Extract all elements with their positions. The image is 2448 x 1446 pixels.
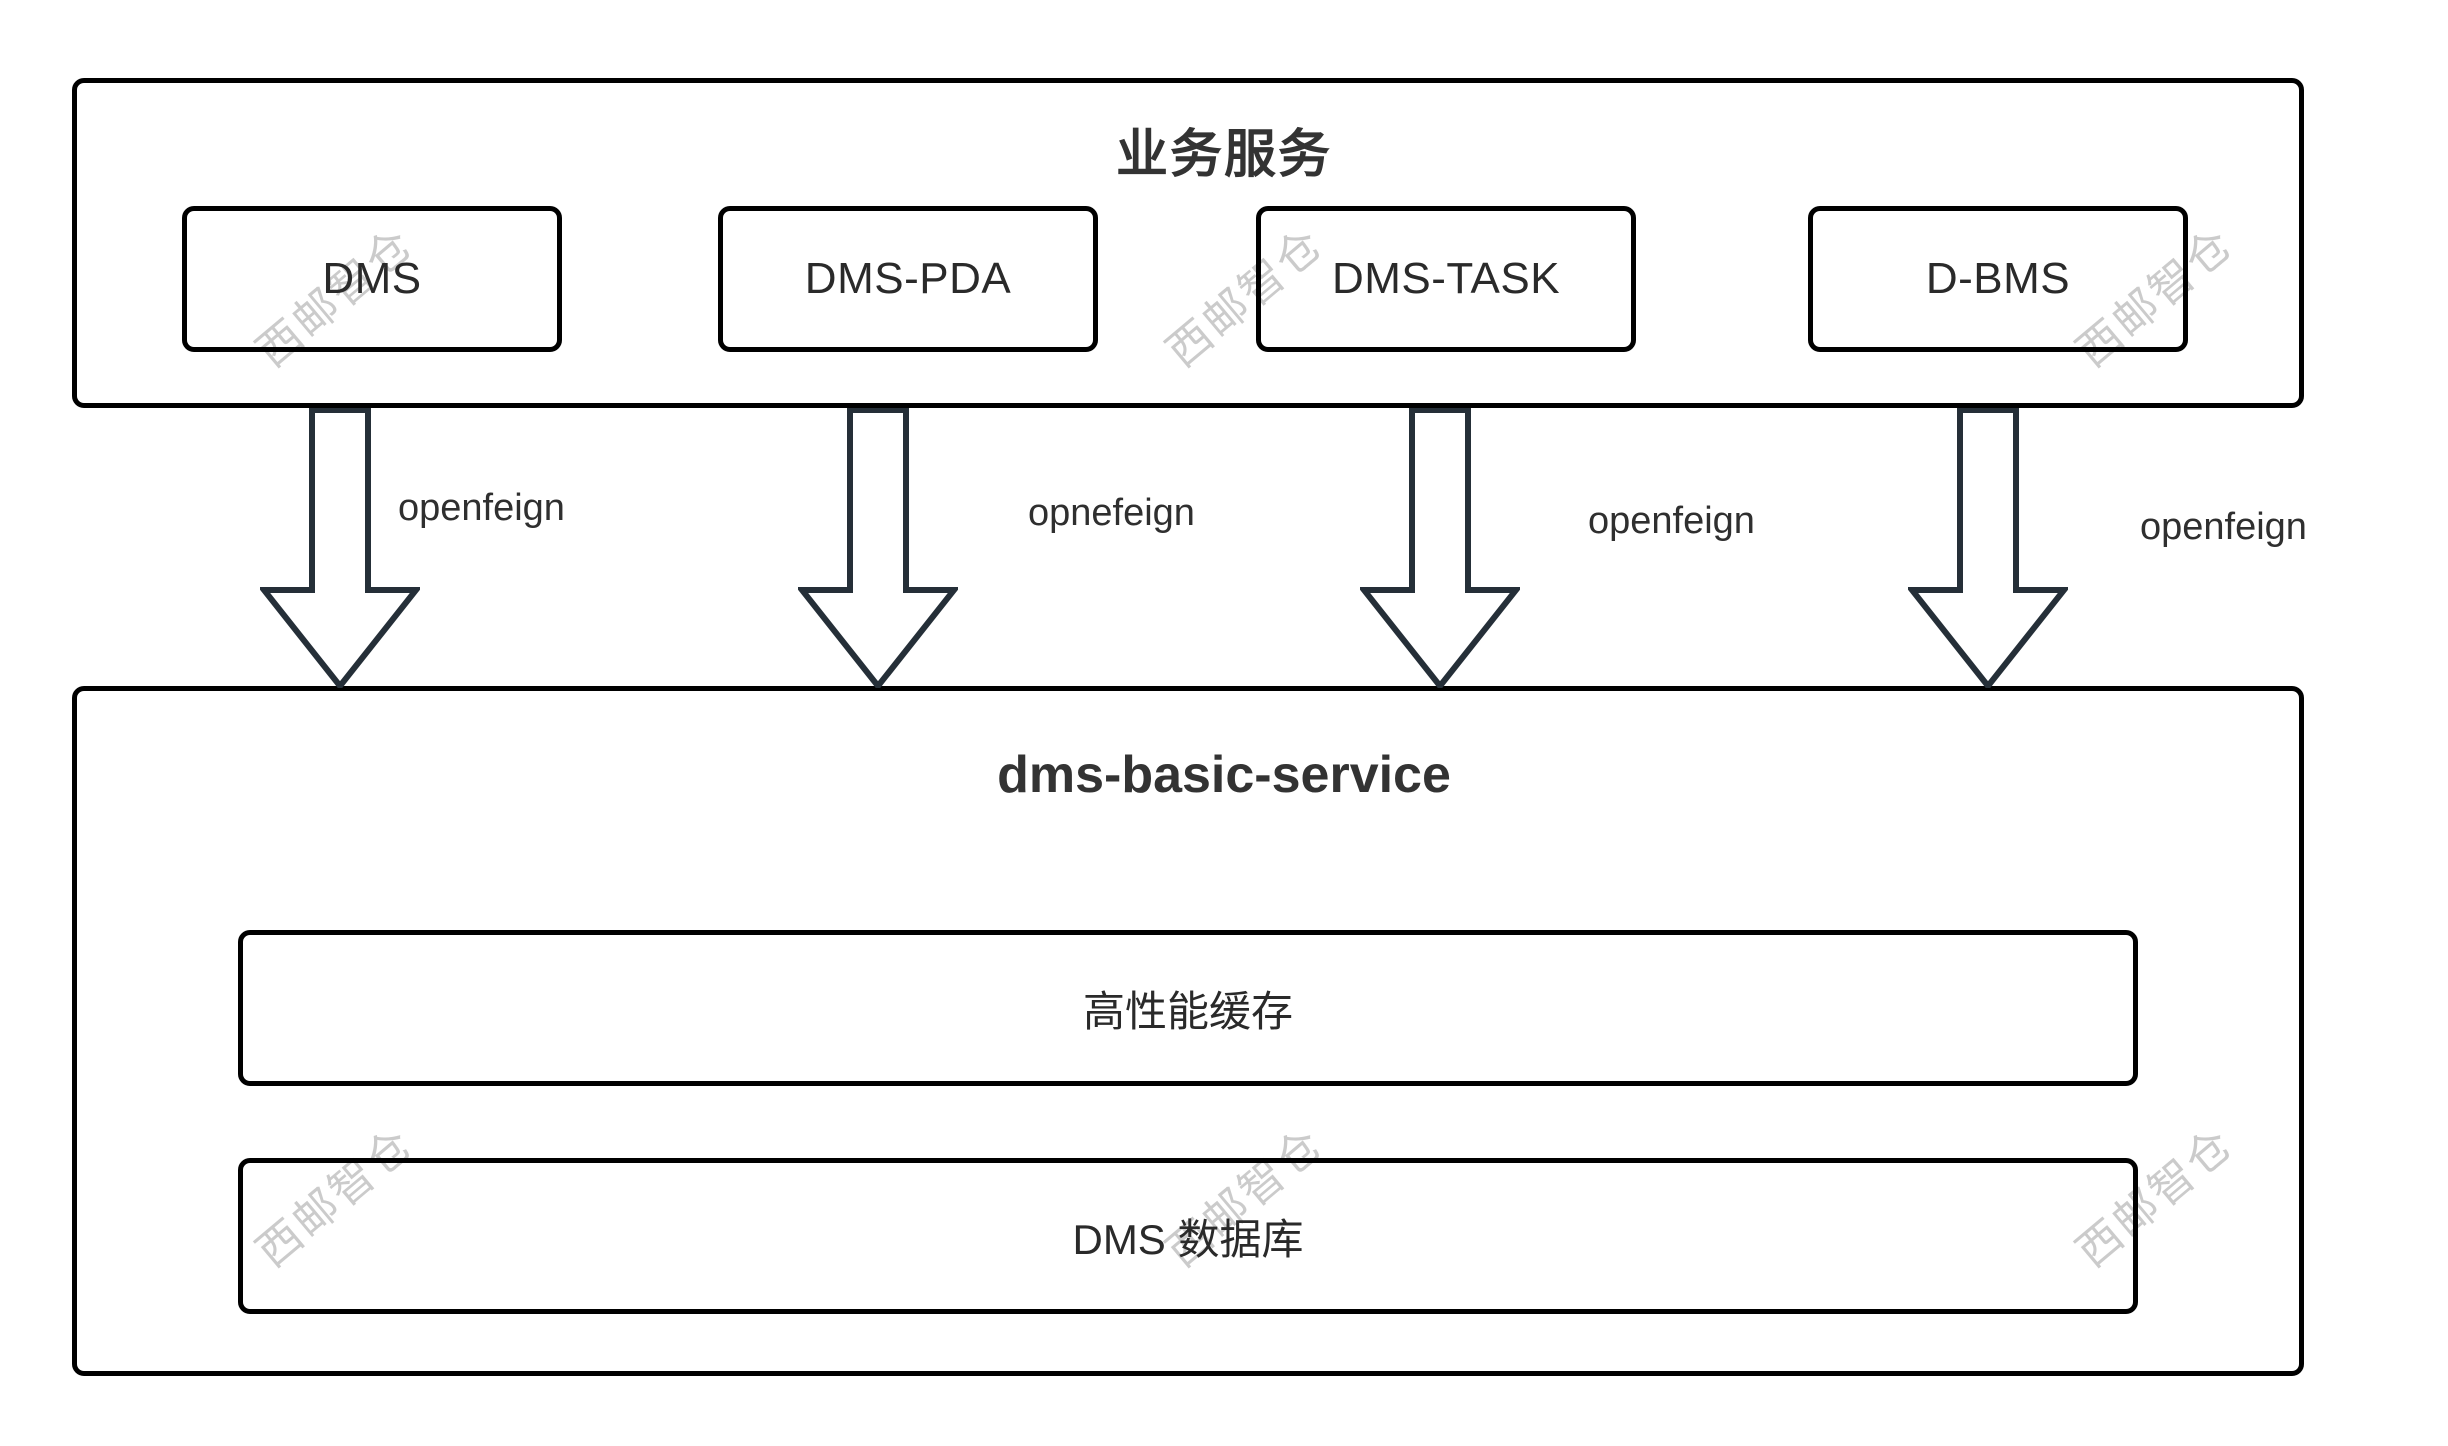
down-arrow-icon [1360, 408, 1520, 688]
service-label: D-BMS [1925, 254, 2071, 303]
down-arrow-icon [1908, 408, 2068, 688]
service-box-dms-task[interactable]: DMS-TASK [1256, 206, 1636, 352]
layer-label: 高性能缓存 [1082, 987, 1293, 1035]
business-services-panel [72, 78, 2304, 408]
down-arrow-icon [798, 408, 958, 688]
service-label: DMS [322, 254, 422, 303]
connection-label: opnefeign [1028, 492, 1195, 534]
service-label: DMS-TASK [1331, 254, 1561, 303]
basic-service-title: dms-basic-service [997, 746, 1451, 804]
down-arrow-icon [260, 408, 420, 688]
business-services-title: 业务服务 [1115, 126, 1332, 184]
connection-label: openfeign [398, 487, 565, 529]
layer-label: DMS 数据库 [1072, 1215, 1304, 1263]
layer-box-database[interactable]: DMS 数据库 [238, 1158, 2138, 1314]
service-box-dms-pda[interactable]: DMS-PDA [718, 206, 1098, 352]
connection-label: openfeign [1588, 500, 1755, 542]
basic-service-panel [72, 686, 2304, 1376]
layer-box-cache[interactable]: 高性能缓存 [238, 930, 2138, 1086]
service-label: DMS-PDA [804, 254, 1012, 303]
service-box-d-bms[interactable]: D-BMS [1808, 206, 2188, 352]
connection-label: openfeign [2140, 506, 2307, 548]
service-box-dms[interactable]: DMS [182, 206, 562, 352]
